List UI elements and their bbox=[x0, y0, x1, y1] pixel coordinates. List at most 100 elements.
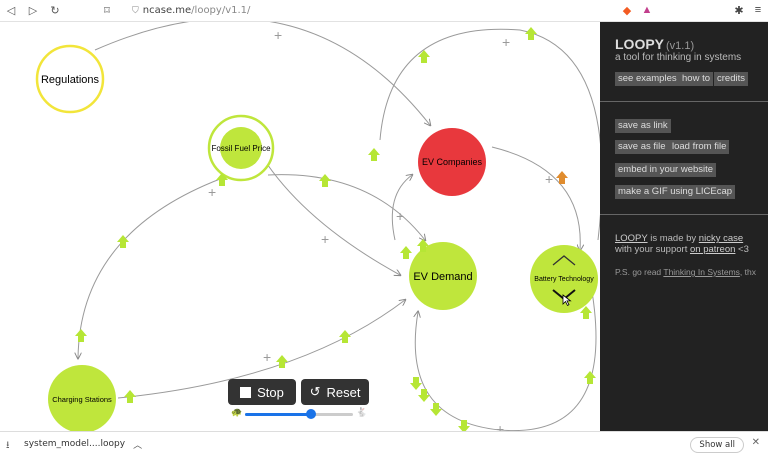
see-examples-button[interactable]: see examples bbox=[615, 72, 680, 86]
sidebar-title: LOOPY(v1.1) bbox=[615, 36, 695, 52]
stop-square-icon bbox=[240, 386, 252, 398]
edge-battery-evdemand bbox=[415, 279, 597, 431]
loopy-canvas[interactable]: + + + + + + + + Regulations Fossil Fuel … bbox=[0, 22, 600, 431]
slow-turtle-icon: 🐢 bbox=[231, 407, 243, 417]
bookmark-icon[interactable]: ⌑ bbox=[104, 5, 110, 17]
chevron-up-icon[interactable]: ︿ bbox=[133, 439, 143, 450]
ps-line: P.S. go read Thinking In Systems, thx bbox=[615, 267, 756, 277]
thinking-in-systems-link[interactable]: Thinking In Systems bbox=[663, 267, 740, 277]
loopy-link[interactable]: LOOPY bbox=[615, 233, 648, 244]
node-label-ev-demand: EV Demand bbox=[413, 271, 472, 283]
up-arrow-icon bbox=[276, 355, 288, 368]
node-label-regulations: Regulations bbox=[41, 74, 100, 86]
speed-slider-thumb[interactable] bbox=[305, 409, 316, 419]
save-as-link-button[interactable]: save as link bbox=[615, 119, 671, 133]
up-arrow-icon bbox=[124, 390, 136, 403]
edge-regulations-evcompanies bbox=[94, 22, 430, 125]
edge-sign: + bbox=[208, 184, 216, 200]
stop-label: Stop bbox=[257, 384, 284, 400]
edge-sign: + bbox=[502, 34, 510, 50]
edge-fossil-evdemand bbox=[257, 149, 400, 275]
sidebar-divider bbox=[600, 214, 768, 215]
sidebar-divider bbox=[600, 101, 768, 102]
up-arrow-icon bbox=[117, 235, 129, 248]
save-as-file-button[interactable]: save as file bbox=[615, 140, 669, 154]
browser-toolbar: ◁ ▷ ↻ ⌑ ⛉ ncase.me/loopy/v1.1/ ◆ ▲ ✱ ≡ bbox=[0, 0, 768, 22]
url-path: /loopy/v1.1/ bbox=[191, 5, 251, 16]
brave-rewards-icon[interactable]: ▲ bbox=[641, 4, 653, 16]
download-bar: ⭳ system_model....loopy ︿ Show all ✕ bbox=[0, 431, 768, 456]
brave-shield-icon[interactable]: ◆ bbox=[622, 4, 632, 17]
up-arrow-icon bbox=[216, 173, 228, 186]
up-arrow-icon bbox=[525, 27, 537, 40]
up-arrow-icon bbox=[418, 50, 430, 63]
reset-label: Reset bbox=[326, 384, 361, 400]
embed-website-button[interactable]: embed in your website bbox=[615, 163, 717, 177]
up-arrow-icon bbox=[584, 371, 596, 384]
node-label-battery-technology: Battery Technology bbox=[534, 276, 594, 283]
up-arrow-icon bbox=[368, 148, 380, 161]
node-fossil-fuel-price[interactable]: Fossil Fuel Price bbox=[207, 114, 275, 182]
url-domain: ncase.me bbox=[142, 5, 192, 16]
edge-fossil-evdemand2 bbox=[267, 174, 425, 240]
show-all-button[interactable]: Show all bbox=[690, 437, 744, 453]
edge-battery-loop bbox=[379, 28, 600, 241]
how-to-button[interactable]: how to bbox=[679, 72, 713, 86]
site-info-icon[interactable]: ⛉ bbox=[132, 5, 139, 16]
edge-sign: + bbox=[545, 171, 553, 187]
reset-icon: ↺ bbox=[309, 384, 321, 399]
node-ev-companies[interactable]: EV Companies bbox=[418, 128, 486, 196]
down-arrow-icon bbox=[458, 420, 470, 431]
up-arrow-icon bbox=[556, 171, 568, 184]
node-label-charging-stations: Charging Stations bbox=[52, 395, 112, 404]
down-arrow-icon bbox=[430, 403, 442, 416]
node-charging-stations[interactable]: Charging Stations bbox=[48, 365, 116, 431]
back-icon[interactable]: ◁ bbox=[6, 5, 16, 17]
close-icon[interactable]: ✕ bbox=[751, 437, 760, 448]
support-line: with your support on patreon <3 bbox=[615, 244, 749, 255]
forward-icon[interactable]: ▷ bbox=[28, 5, 38, 17]
fast-rabbit-icon: 🐇 bbox=[356, 407, 368, 417]
credit-line: LOOPY is made by nicky case bbox=[615, 233, 744, 244]
node-label-ev-companies: EV Companies bbox=[422, 157, 483, 167]
reset-button[interactable]: ↺ Reset bbox=[301, 379, 369, 405]
reload-icon[interactable]: ↻ bbox=[50, 5, 60, 17]
increase-chevron-icon bbox=[552, 255, 576, 266]
edge-evdemand-evcompanies bbox=[391, 175, 412, 241]
download-file-icon: ⭳ bbox=[6, 440, 10, 451]
loopy-diagram[interactable]: + + + + + + + + Regulations Fossil Fuel … bbox=[0, 22, 600, 431]
patreon-link[interactable]: on patreon bbox=[689, 244, 736, 255]
signal-arrows bbox=[75, 27, 596, 431]
load-from-file-button[interactable]: load from file bbox=[669, 140, 730, 154]
edge-fossil-charging bbox=[78, 175, 229, 358]
edge-sign: + bbox=[274, 27, 282, 43]
edge-sign: + bbox=[496, 421, 504, 431]
edge-sign: + bbox=[263, 349, 271, 365]
node-battery-technology[interactable]: Battery Technology bbox=[530, 245, 598, 313]
extensions-icon[interactable]: ✱ bbox=[734, 4, 744, 17]
node-regulations[interactable]: Regulations bbox=[35, 44, 105, 114]
up-arrow-icon bbox=[417, 239, 429, 252]
sidebar-subtitle: a tool for thinking in systems bbox=[615, 52, 742, 63]
up-arrow-icon bbox=[319, 174, 331, 187]
stop-button[interactable]: Stop bbox=[228, 379, 296, 405]
credits-button[interactable]: credits bbox=[714, 72, 748, 86]
sidebar-panel: LOOPY(v1.1) a tool for thinking in syste… bbox=[600, 22, 768, 431]
up-arrow-icon bbox=[400, 246, 412, 259]
make-gif-button[interactable]: make a GIF using LICEcap bbox=[615, 185, 736, 199]
edge-sign: + bbox=[396, 208, 404, 224]
down-arrow-icon bbox=[418, 389, 430, 402]
node-ev-demand[interactable]: EV Demand bbox=[409, 242, 477, 310]
menu-icon[interactable]: ≡ bbox=[754, 4, 762, 16]
address-bar[interactable]: ⛉ ncase.me/loopy/v1.1/ bbox=[126, 5, 250, 16]
down-arrow-icon bbox=[410, 377, 422, 390]
up-arrow-icon bbox=[339, 330, 351, 343]
node-label-fossil-fuel-price: Fossil Fuel Price bbox=[211, 144, 271, 153]
edge-evcompanies-battery bbox=[491, 146, 580, 250]
cursor-icon bbox=[562, 294, 572, 307]
download-file-name[interactable]: system_model....loopy bbox=[24, 439, 126, 449]
up-arrow-icon bbox=[580, 306, 592, 319]
speed-slider[interactable] bbox=[245, 409, 353, 419]
author-link[interactable]: nicky case bbox=[698, 233, 744, 244]
up-arrow-icon bbox=[75, 329, 87, 342]
